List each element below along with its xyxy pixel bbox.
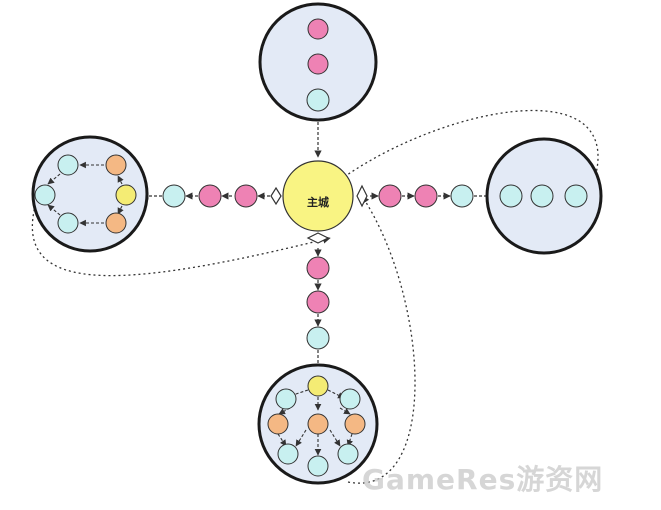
main-city-label: 主城 xyxy=(307,195,329,209)
node-east-3 xyxy=(564,184,588,208)
node-north-3 xyxy=(306,88,330,112)
node-south-mid-left xyxy=(267,413,289,435)
node-path-east-2 xyxy=(414,184,438,208)
zone-south xyxy=(257,363,379,485)
node-path-south-2 xyxy=(306,290,330,314)
node-path-south-1 xyxy=(306,256,330,280)
node-north-2 xyxy=(307,53,329,75)
node-south-lower-right xyxy=(337,443,359,465)
gate-south-diamond xyxy=(306,232,330,244)
zone-north xyxy=(258,2,378,122)
node-path-east-3 xyxy=(450,184,474,208)
node-path-west-1 xyxy=(162,184,186,208)
node-east-2 xyxy=(530,184,554,208)
node-south-bottom xyxy=(307,455,329,477)
node-path-west-2 xyxy=(198,184,222,208)
node-west-bottom-left xyxy=(57,212,79,234)
zone-east xyxy=(485,137,603,255)
node-east-1 xyxy=(499,184,523,208)
node-south-mid-right xyxy=(344,413,366,435)
node-west-top-left xyxy=(57,154,79,176)
node-path-east-1 xyxy=(378,184,402,208)
node-south-upper-left xyxy=(275,388,297,410)
loop-path-south xyxy=(347,195,416,484)
watermark: GameRes游资网 xyxy=(362,463,604,496)
loop-paths xyxy=(31,109,599,484)
node-south-upper-right xyxy=(339,388,361,410)
loop-path-east xyxy=(321,109,599,195)
node-path-south-3 xyxy=(306,326,330,350)
node-north-1 xyxy=(307,18,329,40)
path-south xyxy=(306,256,330,350)
node-path-west-3 xyxy=(234,184,258,208)
gate-east-diamond xyxy=(356,184,368,208)
zone-west xyxy=(31,135,149,253)
node-west-top-right xyxy=(105,154,127,176)
path-west xyxy=(162,184,258,208)
node-west-entry xyxy=(115,184,137,206)
node-west-left xyxy=(34,184,56,206)
path-east xyxy=(378,184,474,208)
gates xyxy=(270,184,368,244)
main-city: 主城 xyxy=(282,160,354,232)
node-south-lower-left xyxy=(277,443,299,465)
gate-west-diamond xyxy=(270,186,282,206)
node-south-mid-center xyxy=(307,413,329,435)
node-west-bottom-right xyxy=(105,212,127,234)
node-south-entry xyxy=(307,375,329,397)
